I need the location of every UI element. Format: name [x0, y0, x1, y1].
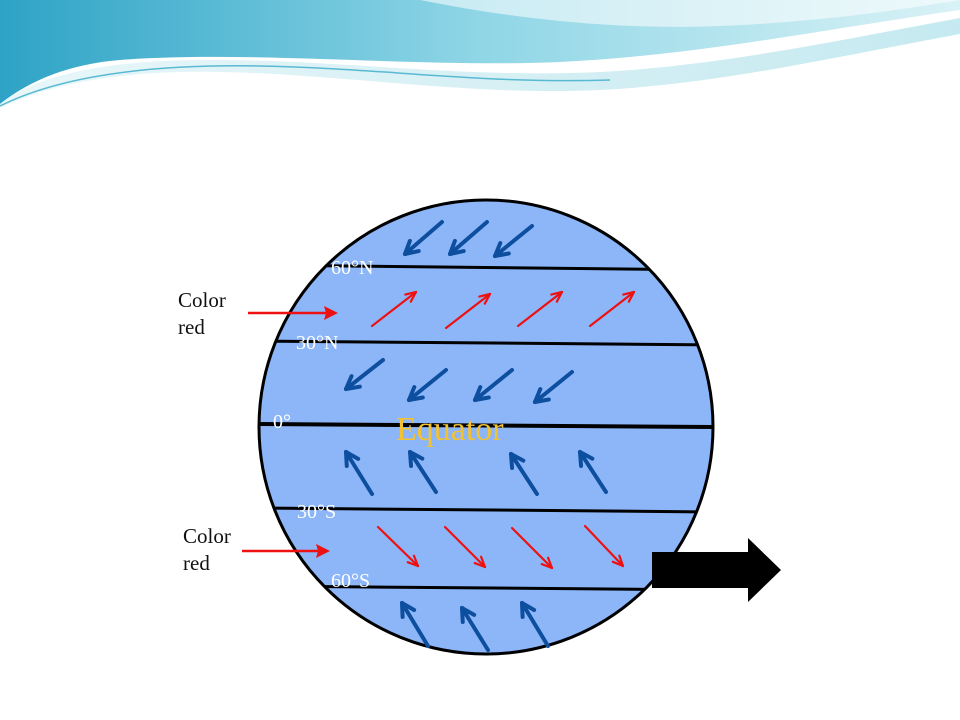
wind-arrow-mid-south-1	[376, 525, 420, 568]
wind-arrow-mid-north-2	[444, 292, 492, 330]
wind-arrow-polar-south-1	[400, 601, 430, 648]
latitude-line-30n	[259, 339, 713, 347]
note-south-line1: Color	[183, 524, 231, 548]
wind-arrow-trade-south-4	[578, 450, 608, 494]
latitude-label-0: 0°	[273, 411, 291, 433]
wind-arrow-polar-south-2	[460, 606, 490, 652]
note-north: Color red	[178, 287, 226, 341]
wind-arrow-polar-north-2	[448, 220, 489, 256]
latitude-lines	[259, 263, 713, 592]
wind-arrow-polar-north-3	[493, 224, 534, 258]
wind-arrow-mid-south-3	[510, 526, 554, 570]
note-north-line1: Color	[178, 288, 226, 312]
latitude-line-30s	[259, 506, 713, 514]
wind-arrow-trade-north-4	[533, 370, 574, 404]
note-pointer-north	[248, 306, 338, 320]
equator-label: Equator	[396, 411, 504, 448]
wind-arrow-trade-south-1	[344, 450, 374, 496]
wind-arrow-trade-north-1	[344, 358, 385, 391]
note-south: Color red	[183, 523, 231, 577]
wind-arrows	[344, 220, 636, 652]
latitude-line-60s	[259, 584, 713, 592]
wind-arrow-mid-south-2	[443, 525, 487, 569]
note-pointer-south	[242, 544, 330, 558]
latitude-label-30n: 30°N	[296, 332, 338, 354]
wind-arrow-mid-north-3	[516, 290, 564, 328]
note-north-line2: red	[178, 315, 205, 339]
latitude-line-equator	[259, 422, 713, 429]
wind-arrow-trade-south-3	[509, 452, 539, 496]
wind-arrow-polar-south-3	[520, 601, 550, 648]
latitude-line-60n	[259, 263, 713, 272]
wind-arrow-polar-north-1	[403, 220, 444, 256]
wind-arrow-mid-south-4	[583, 524, 625, 568]
note-south-line2: red	[183, 551, 210, 575]
wind-arrow-mid-north-1	[370, 290, 418, 328]
wind-arrow-mid-north-4	[588, 290, 636, 328]
wind-arrow-trade-north-2	[407, 368, 448, 402]
latitude-label-30s: 30°S	[297, 501, 336, 523]
latitude-label-60s: 60°S	[331, 570, 370, 592]
header-wave	[0, 0, 960, 108]
wind-arrow-trade-south-2	[408, 450, 438, 494]
latitude-label-60n: 60°N	[331, 257, 373, 279]
thick-right-arrow-icon	[652, 538, 781, 602]
wind-arrow-trade-north-3	[473, 368, 514, 402]
